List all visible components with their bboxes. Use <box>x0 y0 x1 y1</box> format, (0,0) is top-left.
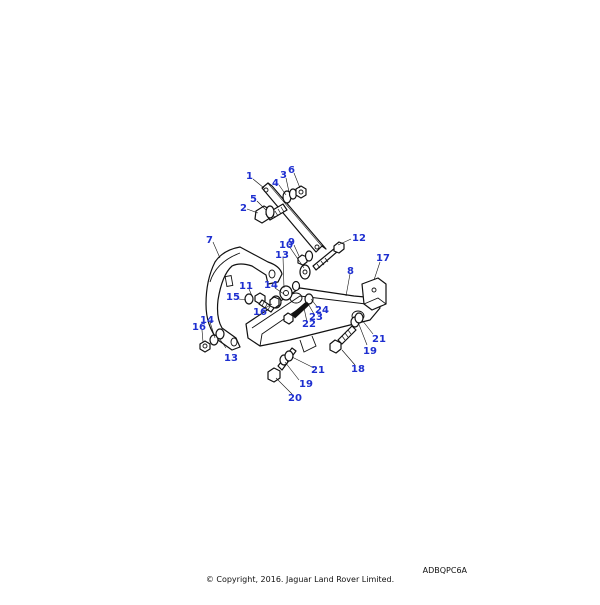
callout-7: 7 <box>206 235 213 246</box>
callout-1: 1 <box>246 171 253 182</box>
callout-8: 8 <box>347 266 354 277</box>
callout-21-right: 21 <box>372 334 386 345</box>
callout-11: 11 <box>239 281 253 292</box>
right-bolt <box>329 312 364 354</box>
callout-13-upper: 13 <box>275 250 289 261</box>
callout-6: 6 <box>288 165 295 176</box>
callout-17: 17 <box>376 253 390 264</box>
callout-23: 23 <box>309 312 323 323</box>
callout-15: 15 <box>226 292 240 303</box>
callout-5: 5 <box>250 194 257 205</box>
drawing-code: ADBQPC6A <box>422 566 467 575</box>
callout-22: 22 <box>302 319 316 330</box>
callout-2: 2 <box>240 203 247 214</box>
copyright-notice: © Copyright, 2016. Jaguar Land Rover Lim… <box>205 575 395 584</box>
angle-bracket <box>361 277 387 311</box>
callout-14-centre: 14 <box>264 280 278 291</box>
callout-18: 18 <box>351 364 365 375</box>
strap-lower-fixings <box>297 250 314 280</box>
callout-20: 20 <box>288 393 302 404</box>
callout-9: 9 <box>288 237 295 248</box>
leader-lines <box>201 172 381 395</box>
small-bolt-left <box>244 292 275 313</box>
centre-fixing-stack <box>269 280 301 309</box>
callout-16-centre: 16 <box>253 307 267 318</box>
long-bolt <box>312 241 345 271</box>
upper-link-strap <box>261 182 327 253</box>
callout-12: 12 <box>352 233 366 244</box>
short-bolt-centre <box>283 293 314 325</box>
upper-bolt <box>254 203 288 224</box>
callout-13-lower: 13 <box>224 353 238 364</box>
callout-19-lower: 19 <box>299 379 313 390</box>
callout-24: 24 <box>315 305 329 316</box>
lower-bolt <box>267 347 297 383</box>
callout-14-left: 14 <box>200 315 214 326</box>
callout-19-right: 19 <box>363 346 377 357</box>
callout-3: 3 <box>280 170 287 181</box>
callout-4: 4 <box>272 178 279 189</box>
shroud-bracket <box>205 246 283 351</box>
callout-labels: 1 2 3 4 5 6 7 8 9 10 11 12 13 13 14 14 1… <box>192 165 390 404</box>
callout-16-left: 16 <box>192 322 206 333</box>
callout-21-lower: 21 <box>311 365 325 376</box>
upper-nut-stack <box>282 185 307 204</box>
callout-10: 10 <box>279 240 293 251</box>
